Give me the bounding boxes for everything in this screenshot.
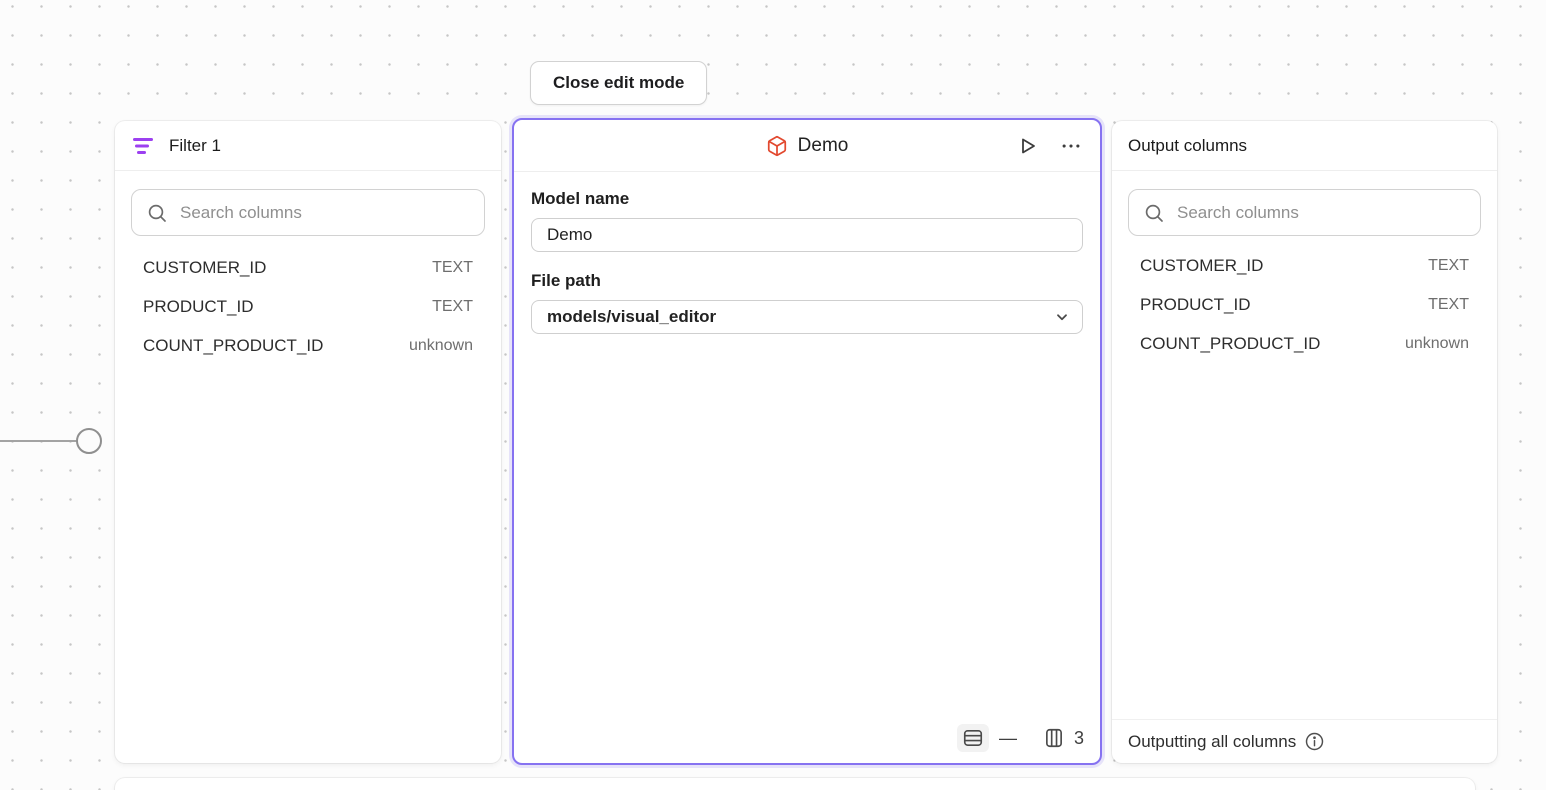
column-name: PRODUCT_ID: [143, 296, 254, 316]
table-row[interactable]: COUNT_PRODUCT_ID unknown: [131, 326, 485, 365]
model-name-label: Model name: [531, 189, 630, 208]
table-columns-icon: [1043, 727, 1065, 749]
table-row[interactable]: CUSTOMER_ID TEXT: [131, 248, 485, 287]
table-row[interactable]: PRODUCT_ID TEXT: [131, 287, 485, 326]
output-columns-panel: Output columns CUSTOMER_ID TEXT PRODUCT_…: [1112, 121, 1497, 763]
column-name: PRODUCT_ID: [1140, 294, 1251, 314]
filter-column-list: CUSTOMER_ID TEXT PRODUCT_ID TEXT COUNT_P…: [115, 248, 501, 365]
file-path-value: models/visual_editor: [547, 307, 717, 326]
file-path-select[interactable]: models/visual_editor: [531, 300, 1083, 334]
column-name: CUSTOMER_ID: [143, 257, 267, 277]
table-rows-icon: [962, 727, 984, 749]
model-name-input[interactable]: [531, 218, 1083, 252]
chevron-down-icon: [1054, 309, 1070, 325]
column-type: TEXT: [432, 297, 473, 315]
search-icon: [1143, 202, 1165, 224]
connector-handle[interactable]: [76, 428, 102, 454]
more-options-button[interactable]: [1058, 133, 1084, 159]
row-count-button[interactable]: [956, 724, 989, 752]
connector-edge: [0, 440, 77, 442]
model-cube-icon: [766, 135, 788, 157]
panel-title: Filter 1: [169, 135, 221, 155]
column-name: COUNT_PRODUCT_ID: [1140, 333, 1321, 353]
column-count-value: 3: [1073, 727, 1084, 748]
table-row[interactable]: COUNT_PRODUCT_ID unknown: [1128, 324, 1481, 363]
table-row[interactable]: CUSTOMER_ID TEXT: [1128, 246, 1481, 285]
model-result-stats: — 3: [956, 724, 1084, 752]
close-edit-mode-button[interactable]: Close edit mode: [530, 61, 708, 105]
output-panel-header: Output columns: [1112, 121, 1497, 171]
info-icon[interactable]: [1304, 731, 1325, 752]
column-type: unknown: [408, 336, 473, 354]
output-search-box: [1128, 189, 1481, 236]
output-column-list: CUSTOMER_ID TEXT PRODUCT_ID TEXT COUNT_P…: [1112, 246, 1497, 363]
search-input[interactable]: [1177, 202, 1466, 223]
column-type: TEXT: [432, 258, 473, 276]
column-name: COUNT_PRODUCT_ID: [143, 335, 324, 355]
run-button[interactable]: [1014, 132, 1042, 160]
output-footer: Outputting all columns: [1112, 719, 1497, 763]
column-count-button[interactable]: 3: [1043, 727, 1084, 749]
file-path-label: File path: [531, 271, 601, 290]
partial-node-panel[interactable]: [115, 778, 1475, 790]
model-node-panel: Demo Model name File path models/visual_…: [512, 118, 1102, 765]
filter-icon: [131, 134, 155, 158]
filter-node-panel: Filter 1 CUSTOMER_ID TEXT PRODUCT_ID TEX…: [115, 121, 501, 763]
search-input[interactable]: [180, 202, 470, 223]
model-panel-header: Demo: [514, 120, 1100, 172]
panel-title: Demo: [797, 134, 849, 156]
column-type: unknown: [1404, 334, 1469, 352]
table-row[interactable]: PRODUCT_ID TEXT: [1128, 285, 1481, 324]
filter-panel-header: Filter 1: [115, 121, 501, 171]
panel-title: Output columns: [1128, 135, 1248, 155]
column-type: TEXT: [1428, 256, 1469, 274]
output-footer-text: Outputting all columns: [1128, 731, 1297, 751]
filter-search-box: [131, 189, 485, 236]
search-icon: [146, 202, 168, 224]
row-count-value: —: [998, 727, 1017, 748]
column-name: CUSTOMER_ID: [1140, 255, 1264, 275]
column-type: TEXT: [1428, 295, 1469, 313]
